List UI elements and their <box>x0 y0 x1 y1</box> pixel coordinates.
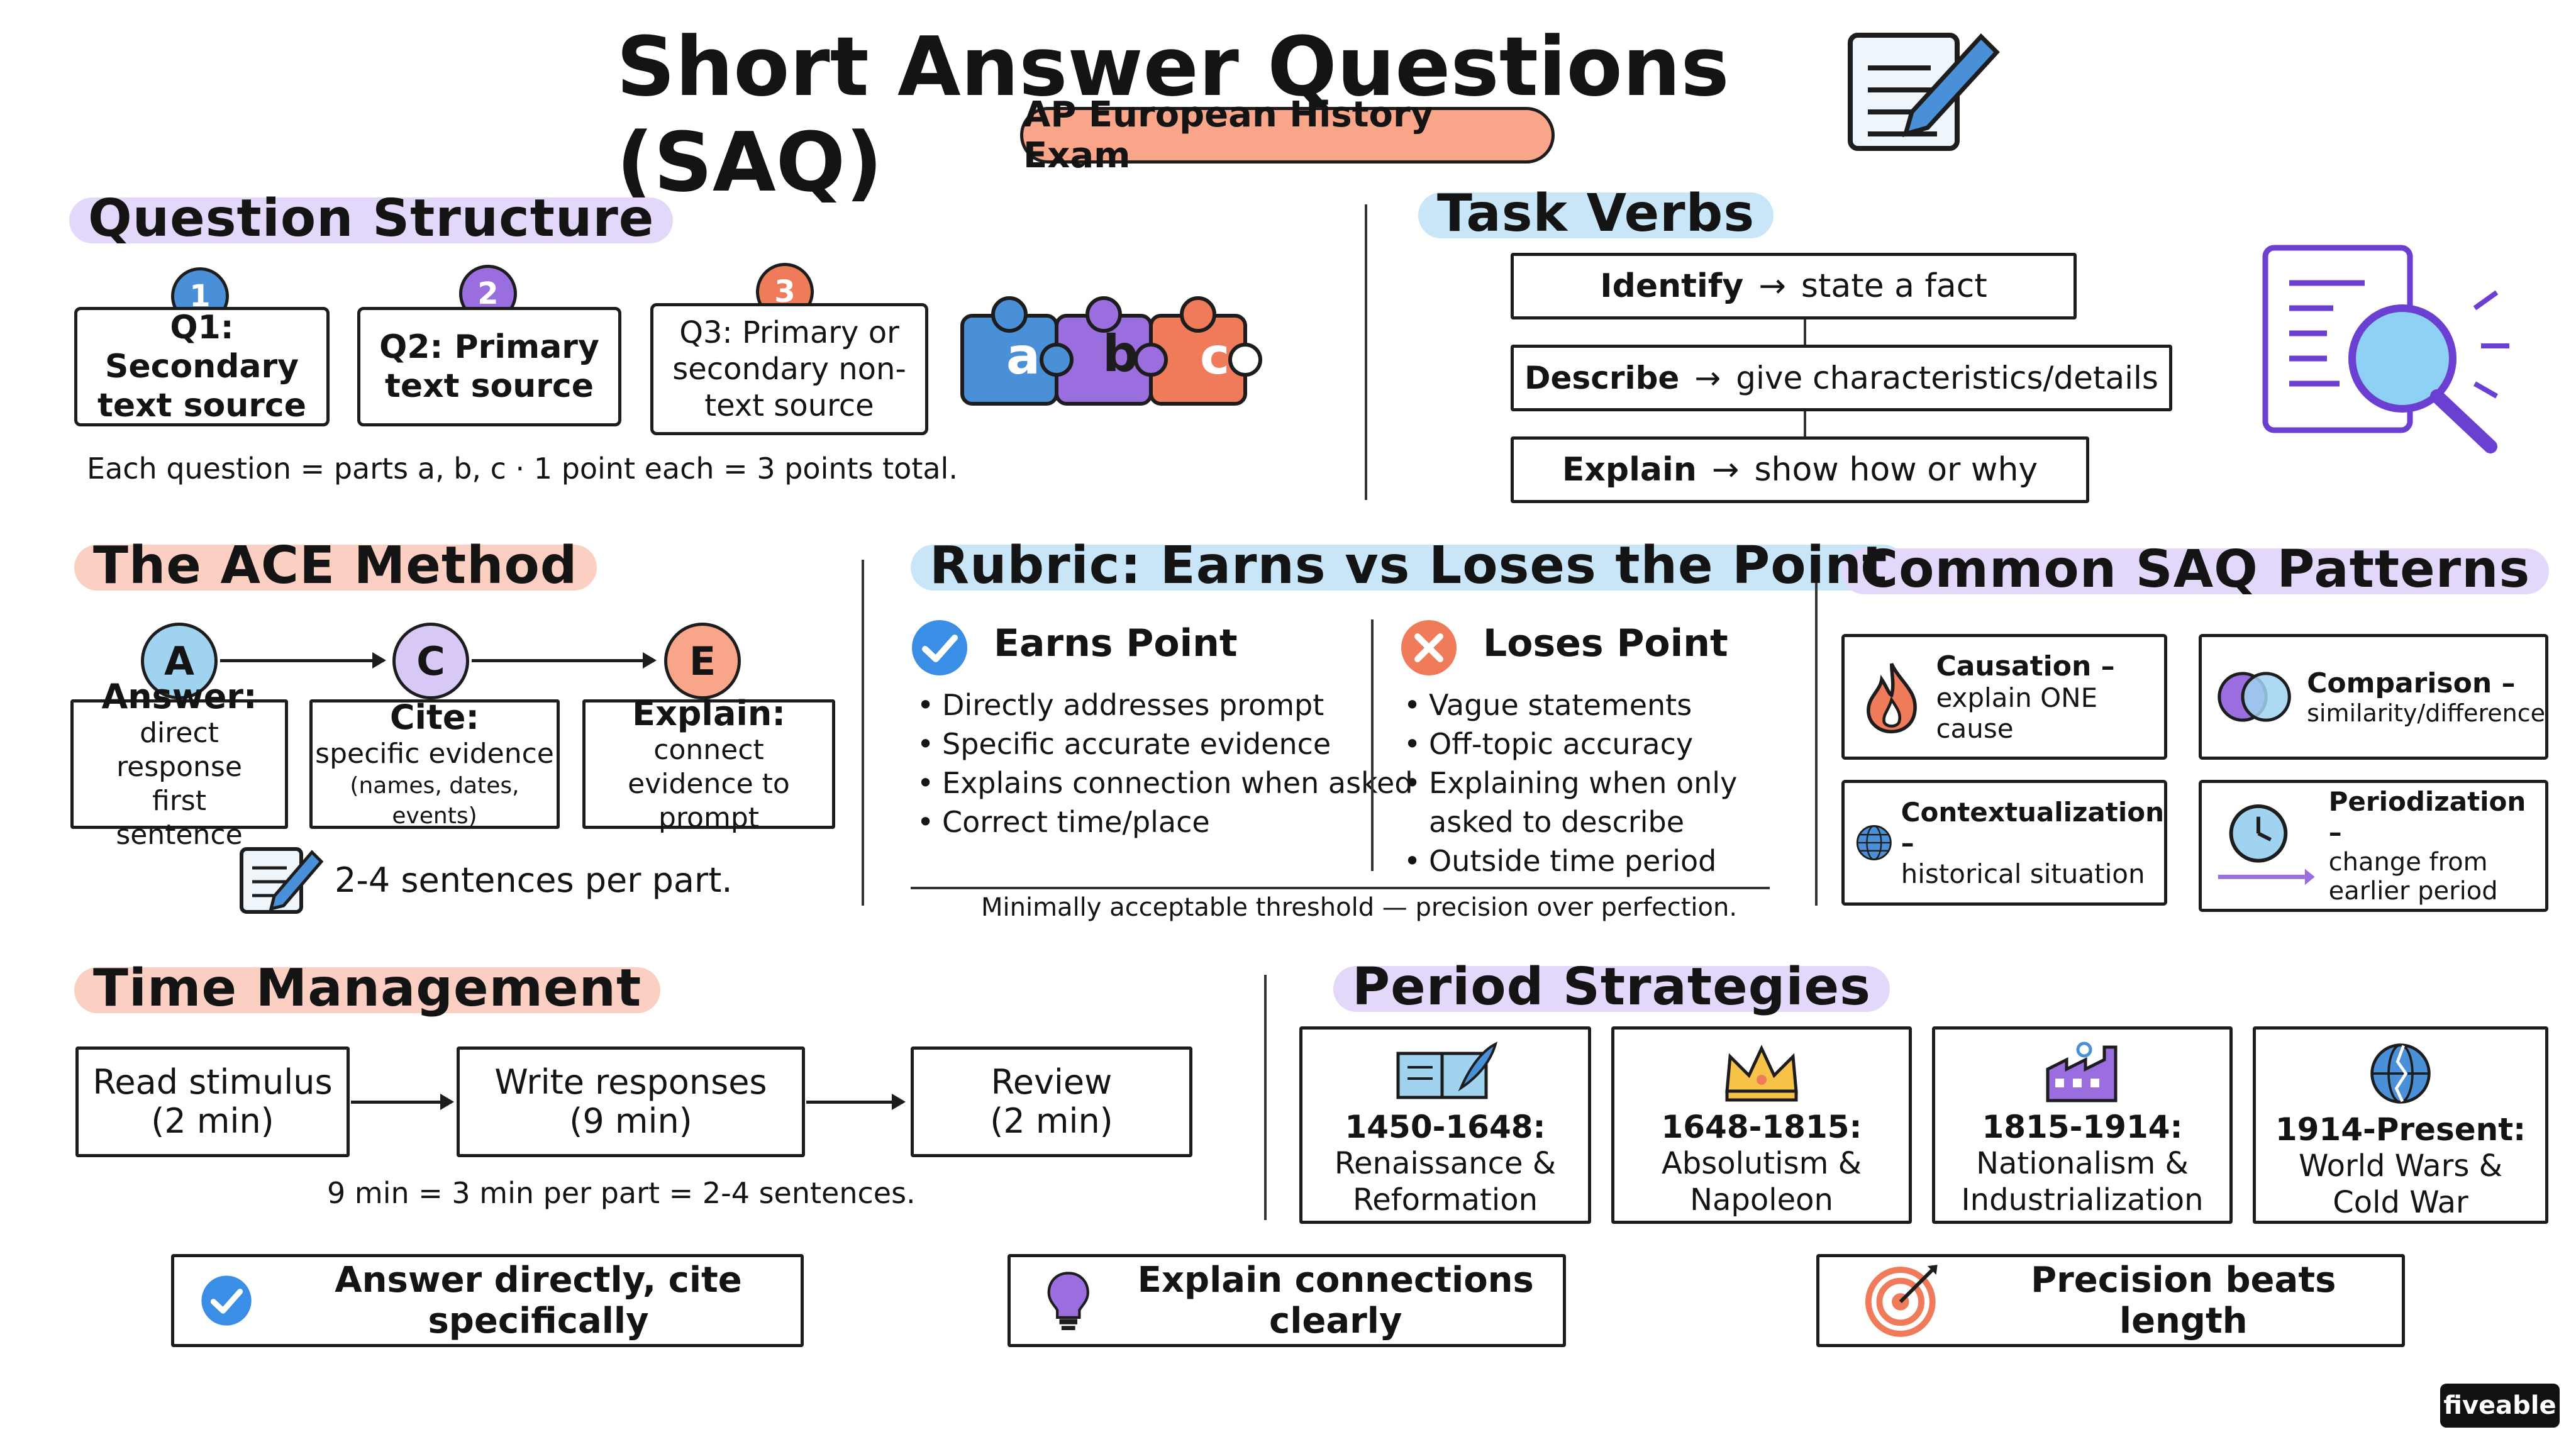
tip-text: Answer directly, cite specifically <box>335 1260 742 1341</box>
document-magnifier-icon <box>2262 245 2509 453</box>
notepad-pencil-icon <box>1848 33 2000 151</box>
check-icon <box>912 620 967 675</box>
tip-card: Explain connections clearly <box>1008 1254 1566 1347</box>
earns-item: Specific accurate evidence <box>917 724 1420 763</box>
pattern-title: Comparison – <box>2307 667 2516 699</box>
cracked-globe-icon <box>2370 1043 2431 1104</box>
loses-item: Off-topic accuracy <box>1404 724 1819 763</box>
time-read-box: Read stimulus(2 min) <box>75 1046 350 1157</box>
divider <box>1264 975 1267 1220</box>
q1-box: Q1: Secondary text source <box>74 307 330 426</box>
x-icon <box>1401 620 1457 675</box>
page-title: Short Answer Questions (SAQ) <box>616 19 1729 210</box>
question-structure-heading: Question Structure <box>69 189 674 248</box>
divider <box>1815 560 1818 906</box>
ace-note: 2-4 sentences per part. <box>335 860 733 900</box>
tip-card: Precision beats length <box>1816 1254 2405 1347</box>
time-note: 9 min = 3 min per part = 2-4 sentences. <box>327 1176 916 1210</box>
puzzle-label-a: a <box>1006 327 1040 386</box>
verb-explain-box: Explain→show how or why <box>1511 436 2089 503</box>
earns-item: Correct time/place <box>917 802 1420 841</box>
pattern-desc: explain ONE cause <box>1936 682 2098 744</box>
verb-connector <box>1804 411 1806 436</box>
ace-answer-box: Answer: direct response first sentence <box>70 677 288 851</box>
verb-identify-box: Identify→state a fact <box>1511 253 2077 319</box>
divider <box>1371 619 1374 871</box>
pattern-title: Periodization – <box>2328 786 2526 848</box>
q3-box: Q3: Primary or secondary non-text source <box>650 303 928 435</box>
time-write-box: Write responses(9 min) <box>457 1046 805 1157</box>
ace-arrow <box>472 652 657 669</box>
time-arrow <box>806 1094 906 1110</box>
pattern-desc: similarity/difference <box>2307 699 2545 727</box>
patterns-heading: Common SAQ Patterns <box>1841 540 2550 599</box>
pattern-desc: historical situation <box>1901 858 2145 889</box>
pattern-contextualization-card: Contextualization – historical situation <box>1841 780 2167 906</box>
period-card: 1450-1648: Renaissance & Reformation <box>1299 1026 1591 1224</box>
earns-list: Directly addresses prompt Specific accur… <box>914 686 1420 841</box>
ace-c-circle: C <box>392 623 469 699</box>
target-icon <box>1865 1265 1938 1337</box>
tip-text: Precision beats length <box>2031 1260 2336 1341</box>
earns-item: Directly addresses prompt <box>917 686 1420 724</box>
puzzle-label-b: b <box>1102 325 1139 383</box>
tip-card: Answer directly, cite specifically <box>171 1254 804 1347</box>
loses-item: Vague statements <box>1404 686 1819 724</box>
ace-explain-box: Explain: connect evidence to prompt <box>582 694 835 834</box>
period-card: 1648-1815: Absolutism & Napoleon <box>1611 1026 1912 1224</box>
time-heading: Time Management <box>74 958 661 1018</box>
venn-icon <box>2218 672 2291 722</box>
tip-text: Explain connections clearly <box>1137 1260 1534 1341</box>
loses-item: Explaining when only asked to describe <box>1404 763 1819 841</box>
crown-icon <box>1725 1045 1798 1102</box>
book-quill-icon <box>1396 1041 1498 1099</box>
period-card: 1914-Present: World Wars & Cold War <box>2253 1026 2548 1224</box>
period-heading: Period Strategies <box>1333 957 1890 1017</box>
ace-arrow <box>220 652 386 669</box>
lightbulb-icon <box>1047 1272 1089 1330</box>
divider <box>1365 204 1367 500</box>
pattern-title: Causation – <box>1936 650 2115 682</box>
pattern-desc: change from earlier period <box>2328 848 2498 906</box>
puzzle-pieces-icon <box>960 296 1262 406</box>
earns-title: Earns Point <box>994 621 1238 665</box>
notepad-pencil-icon <box>240 847 324 914</box>
time-review-box: Review(2 min) <box>911 1046 1192 1157</box>
ace-e-circle: E <box>664 623 741 699</box>
time-arrow <box>351 1094 454 1110</box>
verb-describe-box: Describe→give characteristics/details <box>1511 345 2172 411</box>
ace-a-circle: A <box>141 623 218 699</box>
q2-box: Q2: Primary text source <box>357 307 621 426</box>
loses-list: Vague statements Off-topic accuracy Expl… <box>1401 686 1819 880</box>
rubric-note: Minimally acceptable threshold — precisi… <box>981 893 1738 922</box>
ace-heading: The ACE Method <box>74 536 597 596</box>
flame-icon <box>1867 663 1917 734</box>
pattern-title: Contextualization – <box>1901 796 2164 858</box>
pattern-periodization-card: Periodization – change from earlier peri… <box>2199 780 2548 912</box>
globe-icon <box>1856 825 1892 860</box>
divider <box>862 560 864 906</box>
check-icon <box>201 1275 252 1326</box>
period-card: 1815-1914: Nationalism & Industrializati… <box>1932 1026 2233 1224</box>
loses-item: Outside time period <box>1404 841 1819 880</box>
divider <box>911 887 1770 889</box>
subtitle-pill: AP European History Exam <box>1020 94 1555 176</box>
pattern-comparison-card: Comparison – similarity/difference <box>2199 634 2548 760</box>
question-structure-note: Each question = parts a, b, c · 1 point … <box>87 452 958 486</box>
puzzle-label-c: c <box>1200 327 1230 386</box>
pattern-causation-card: Causation – explain ONE cause <box>1841 634 2167 760</box>
brand-logo: fiveable <box>2440 1384 2560 1428</box>
ace-cite-box: Cite: specific evidence (names, dates, e… <box>309 697 560 829</box>
loses-title: Loses Point <box>1483 621 1728 665</box>
rubric-heading: Rubric: Earns vs Loses the Point <box>911 536 1907 596</box>
earns-item: Explains connection when asked <box>917 763 1420 802</box>
verb-connector <box>1804 319 1806 345</box>
task-verbs-heading: Task Verbs <box>1418 184 1774 243</box>
subtitle: AP European History Exam <box>1023 94 1434 176</box>
factory-icon <box>2046 1041 2118 1102</box>
clock-icon <box>2218 804 2315 886</box>
